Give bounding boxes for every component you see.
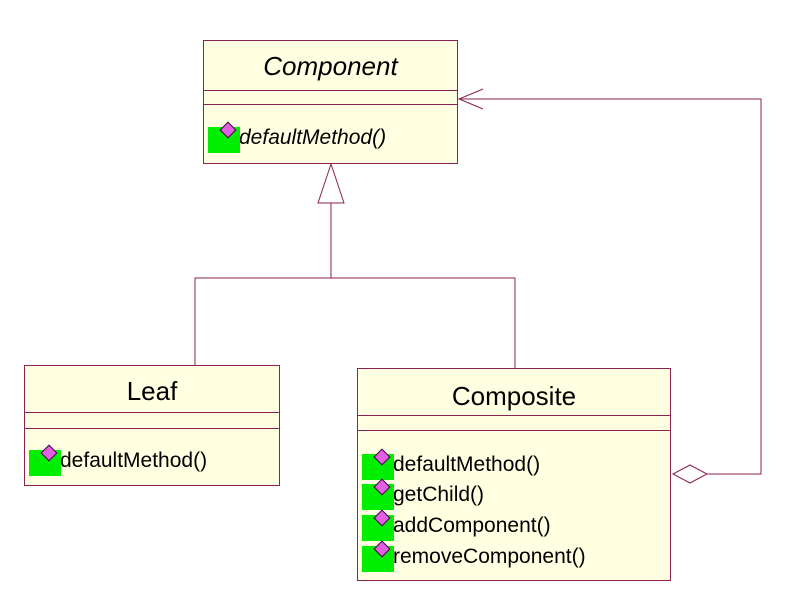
method-icon [208, 121, 240, 153]
method-icon [29, 444, 61, 476]
attributes-separator [358, 415, 670, 416]
method-row[interactable]: removeComponent() [362, 540, 586, 572]
method-name: defaultMethod() [239, 126, 387, 149]
method-icon [362, 448, 394, 480]
class-name-leaf: Leaf [126, 376, 178, 406]
method-row[interactable]: defaultMethod() [362, 448, 541, 480]
method-icon [362, 478, 394, 510]
navigation-arrowhead [457, 88, 484, 110]
class-name-composite: Composite [451, 381, 577, 411]
generalization-leaf-line [194, 277, 331, 365]
method-row[interactable]: getChild() [362, 478, 485, 510]
class-component[interactable]: Component defaultMethod() [203, 40, 458, 164]
method-name: getChild() [393, 483, 485, 506]
method-name: addComponent() [393, 514, 551, 537]
methods-separator [204, 104, 457, 105]
class-name-component: Component [263, 51, 398, 81]
method-row[interactable]: defaultMethod() [29, 444, 208, 476]
method-name: defaultMethod() [393, 453, 541, 476]
method-row[interactable]: defaultMethod() [208, 121, 387, 153]
aggregation-diamond [671, 464, 709, 484]
class-leaf[interactable]: Leaf defaultMethod() [24, 365, 280, 486]
method-name: removeComponent() [393, 545, 586, 568]
class-composite[interactable]: Composite defaultMethod() getChild() add… [357, 368, 671, 581]
aggregation-line [459, 98, 762, 475]
methods-separator [358, 430, 670, 431]
attributes-separator [25, 412, 279, 413]
generalization-triangle [317, 162, 345, 204]
method-icon [362, 509, 394, 541]
method-name: defaultMethod() [60, 449, 208, 472]
methods-separator [25, 428, 279, 429]
method-icon [362, 540, 394, 572]
generalization-composite-line [331, 277, 516, 368]
method-row[interactable]: addComponent() [362, 509, 551, 541]
attributes-separator [204, 90, 457, 91]
